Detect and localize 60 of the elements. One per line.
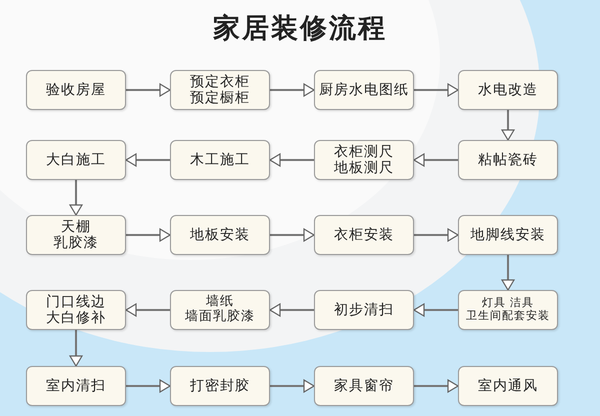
arrow (125, 303, 170, 317)
arrow (69, 180, 83, 216)
process-box (458, 290, 558, 330)
process-box (314, 215, 414, 255)
arrow (270, 379, 315, 393)
step-label: 厨房水电图纸 (319, 82, 409, 98)
arrow (501, 110, 515, 141)
process-box (170, 366, 270, 406)
step-label: 地板安装 (190, 226, 250, 244)
step-label: 家具窗帘 (334, 378, 394, 394)
arrow (125, 153, 170, 167)
step-label: 打密封胶 (190, 378, 250, 394)
arrow (501, 255, 515, 291)
process-box (314, 70, 414, 110)
process-box (170, 140, 270, 180)
process-box (26, 140, 126, 180)
step-label: 衣柜安装 (334, 226, 394, 244)
step-label: 预定衣柜预定橱柜 (190, 74, 250, 106)
arrow (414, 379, 459, 393)
process-box (458, 366, 558, 406)
arrow (269, 303, 314, 317)
process-box (458, 140, 558, 180)
arrow (69, 330, 83, 367)
arrow (269, 153, 314, 167)
step-label: 灯具 洁具卫生间配套安装 (466, 297, 550, 323)
arrow (414, 83, 459, 97)
arrow (270, 83, 315, 97)
step-label: 粘帖瓷砖 (478, 152, 538, 168)
step-label: 初步清扫 (334, 302, 394, 318)
step-label: 室内清扫 (46, 378, 106, 394)
step-label: 水电改造 (478, 82, 538, 98)
arrow (126, 379, 171, 393)
process-box (314, 366, 414, 406)
step-label: 室内通风 (478, 378, 538, 394)
step-label: 墙纸墙面乳胶漆 (185, 295, 255, 325)
process-box (26, 70, 126, 110)
arrow (413, 303, 458, 317)
step-label: 木工施工 (190, 152, 250, 168)
process-box (170, 70, 270, 110)
step-label: 门口线边大白修补 (46, 294, 106, 326)
process-box (458, 70, 558, 110)
process-box (170, 215, 270, 255)
arrow (270, 228, 315, 242)
step-label: 验收房屋 (46, 82, 106, 98)
process-box (314, 290, 414, 330)
process-box (170, 290, 270, 330)
arrow (414, 228, 459, 242)
process-box (26, 215, 126, 255)
step-label: 天棚乳胶漆 (54, 218, 98, 252)
arrow (126, 228, 171, 242)
arrow (126, 83, 171, 97)
step-label: 地脚线安装 (470, 226, 546, 244)
process-box (26, 366, 126, 406)
step-label: 大白施工 (46, 152, 106, 168)
process-box (458, 215, 558, 255)
process-box (26, 290, 126, 330)
step-label: 衣柜测尺地板测尺 (334, 144, 394, 176)
arrow (413, 153, 458, 167)
title: 家居装修流程 (213, 12, 387, 46)
process-box (314, 140, 414, 180)
